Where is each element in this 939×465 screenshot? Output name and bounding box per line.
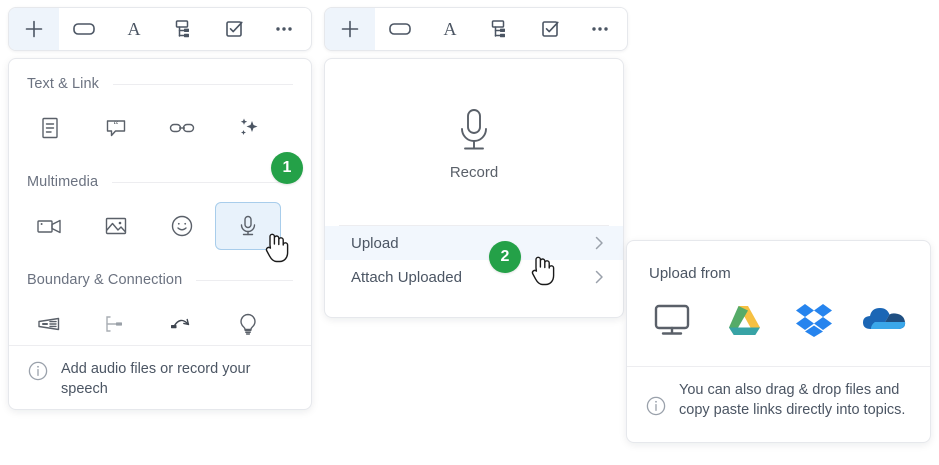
upload-source-onedrive[interactable]	[851, 296, 918, 344]
svg-text:“: “	[114, 120, 119, 132]
left-toolbar: A	[8, 7, 312, 51]
upload-from-title: Upload from	[649, 265, 731, 282]
insert-item-note[interactable]	[17, 104, 83, 152]
section-header-multimedia: Multimedia	[9, 167, 311, 197]
right-toolbar: A	[324, 7, 628, 51]
record-panel: Record Upload Attach Uploaded	[324, 58, 624, 318]
toolbar-button-more-2[interactable]	[575, 8, 625, 50]
monitor-computer-icon	[655, 304, 690, 335]
step-badge-2: 2	[489, 241, 521, 273]
toolbar-button-topic-box[interactable]	[59, 8, 109, 50]
section-divider	[113, 83, 293, 85]
insert-item-ai-sparkles[interactable]	[215, 104, 281, 152]
insert-item-video[interactable]	[17, 202, 83, 250]
icon-row-text-link: “	[9, 99, 311, 157]
svg-text:A: A	[128, 19, 141, 39]
menu-item-label: Attach Uploaded	[351, 268, 462, 286]
dropbox-icon	[795, 304, 832, 337]
upload-sources-row	[627, 282, 930, 344]
section-header-text-link: Text & Link	[9, 69, 311, 99]
microphone-icon	[461, 108, 487, 149]
insert-item-link[interactable]	[149, 104, 215, 152]
toolbar-button-plus[interactable]	[9, 8, 59, 50]
upload-source-dropbox[interactable]	[781, 296, 848, 344]
section-divider	[112, 181, 293, 183]
google-drive-icon	[729, 306, 761, 335]
section-title: Text & Link	[27, 76, 100, 92]
insert-panel-footer: Add audio files or record your speech	[9, 345, 311, 409]
section-title: Multimedia	[27, 174, 99, 190]
insert-panel-footer-text: Add audio files or record your speech	[61, 361, 251, 397]
chevron-right-icon	[595, 236, 603, 250]
toolbar-button-more[interactable]	[259, 8, 309, 50]
insert-item-image[interactable]	[83, 202, 149, 250]
insert-item-boundary[interactable]	[17, 300, 83, 348]
upload-from-panel: Upload from	[626, 240, 931, 443]
pointer-cursor-1	[263, 230, 293, 269]
svg-text:A: A	[444, 19, 457, 39]
pointer-cursor-2	[529, 253, 559, 292]
info-circle-icon	[28, 361, 48, 381]
record-label: Record	[449, 163, 499, 181]
step-badge-1: 1	[271, 152, 303, 184]
section-divider	[196, 279, 293, 281]
insert-item-sticker[interactable]	[149, 202, 215, 250]
toolbar-button-text-2[interactable]: A	[425, 8, 475, 50]
upload-panel-footer-text: You can also drag & drop files and copy …	[679, 382, 906, 418]
record-button[interactable]: Record	[325, 59, 623, 225]
toolbar-button-tree-structure-2[interactable]	[475, 8, 525, 50]
insert-item-idea[interactable]	[215, 300, 281, 348]
upload-source-computer[interactable]	[639, 296, 706, 344]
chevron-right-icon	[595, 270, 603, 284]
toolbar-button-checkbox-2[interactable]	[525, 8, 575, 50]
menu-item-label: Upload	[351, 234, 399, 252]
menu-item-attach-uploaded[interactable]: Attach Uploaded	[325, 260, 623, 294]
toolbar-button-tree-structure[interactable]	[159, 8, 209, 50]
toolbar-button-plus-2[interactable]	[325, 8, 375, 50]
insert-item-relationship[interactable]	[149, 300, 215, 348]
menu-item-upload[interactable]: Upload	[325, 226, 623, 260]
menu-divider	[339, 225, 609, 226]
onedrive-icon	[862, 308, 905, 329]
section-header-boundary-connection: Boundary & Connection	[9, 265, 311, 295]
icon-row-boundary	[9, 295, 311, 353]
toolbar-button-topic-box-2[interactable]	[375, 8, 425, 50]
section-title: Boundary & Connection	[27, 272, 183, 288]
upload-source-google-drive[interactable]	[710, 296, 777, 344]
upload-panel-footer: You can also drag & drop files and copy …	[627, 366, 930, 442]
insert-item-quote[interactable]: “	[83, 104, 149, 152]
insert-item-summary[interactable]	[83, 300, 149, 348]
info-circle-icon	[646, 396, 666, 416]
toolbar-button-text[interactable]: A	[109, 8, 159, 50]
insert-panel: Text & Link “	[8, 58, 312, 410]
toolbar-button-checkbox[interactable]	[209, 8, 259, 50]
